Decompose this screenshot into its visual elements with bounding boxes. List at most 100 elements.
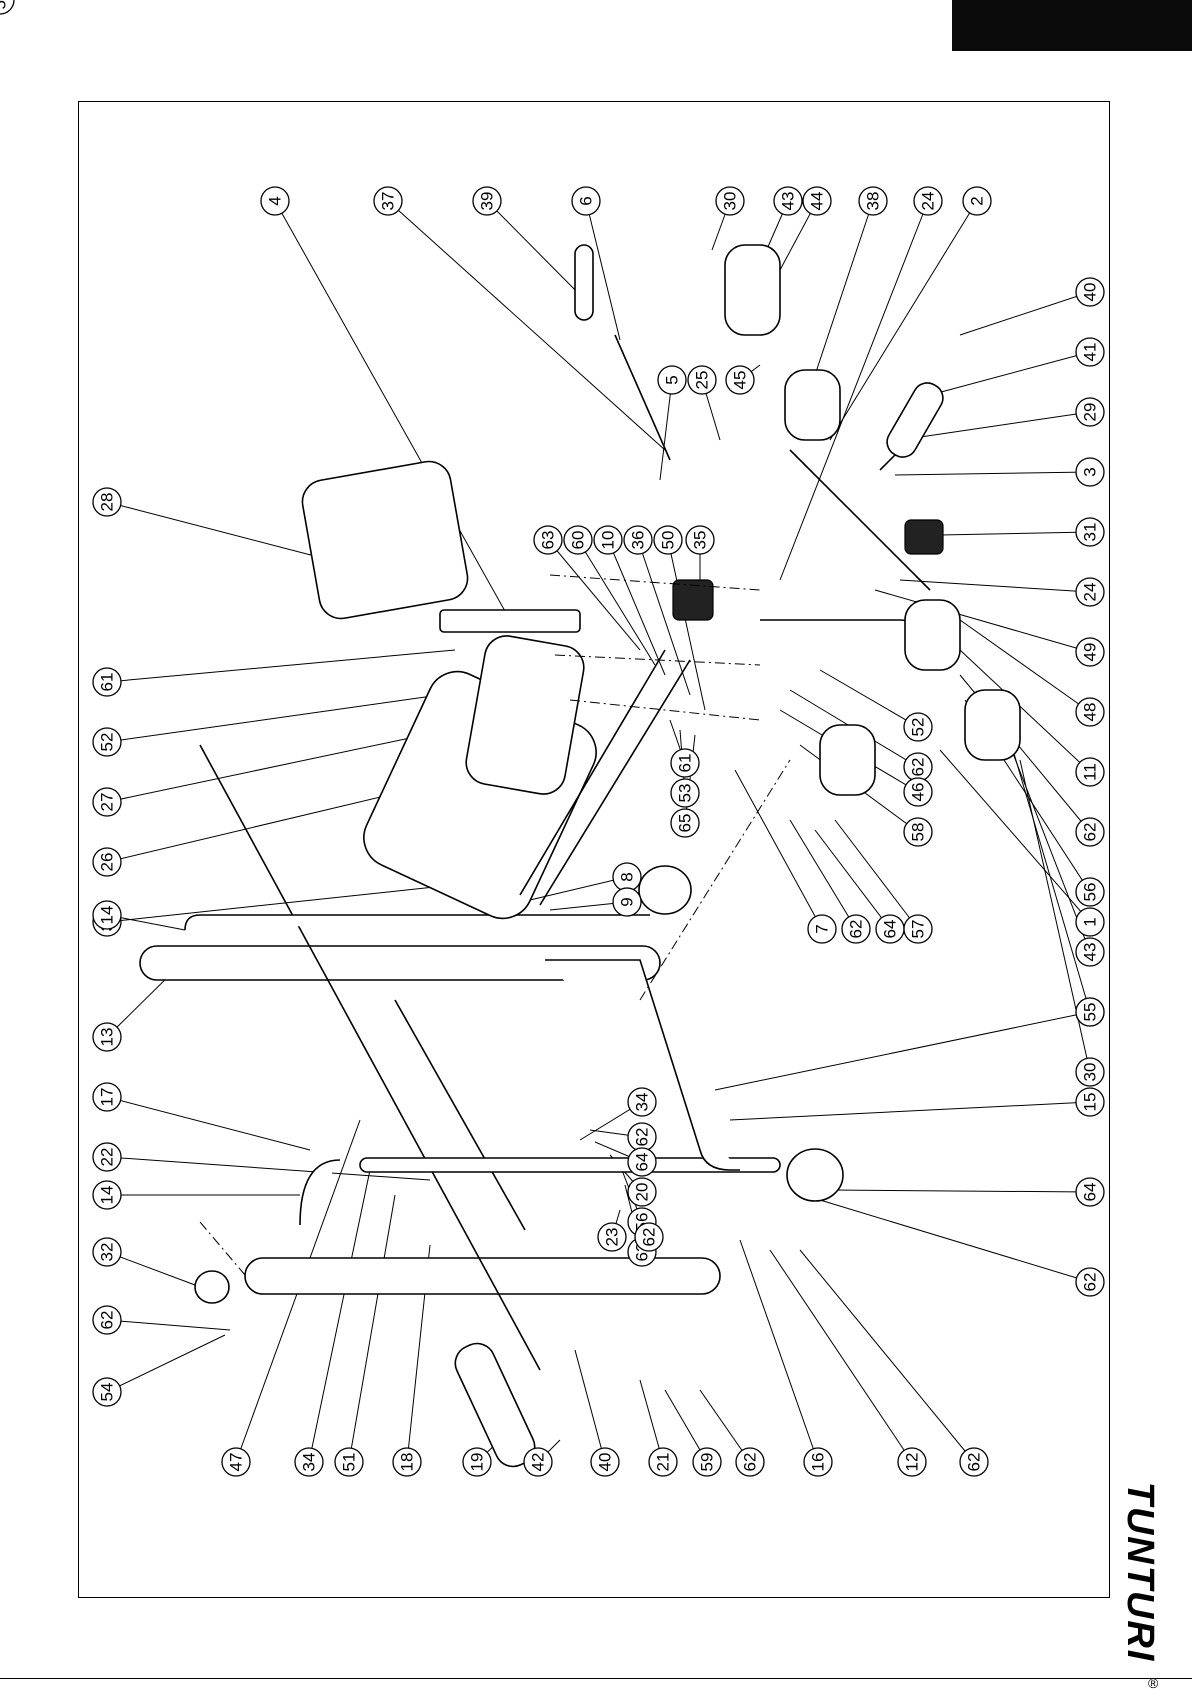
- callout-number: 39: [478, 192, 497, 211]
- callout-6: 6: [572, 187, 600, 215]
- callout-number: 62: [1081, 1273, 1100, 1292]
- callout-number: 32: [98, 1243, 117, 1262]
- leader-line: [660, 380, 672, 480]
- callout-8: 8: [613, 863, 641, 891]
- callout-number: 5: [663, 375, 682, 384]
- callout-number: 8: [618, 872, 637, 881]
- callout-62: 62: [960, 1448, 988, 1476]
- callout-number: 36: [629, 531, 648, 550]
- callout-25: 25: [688, 366, 716, 394]
- callout-number: 19: [468, 1453, 487, 1472]
- callout-number: 3: [1081, 467, 1100, 476]
- callout-56: 56: [1076, 878, 1104, 906]
- callout-number: 6: [577, 196, 596, 205]
- roller-44-upper: [785, 370, 840, 440]
- callout-7: 7: [808, 915, 836, 943]
- callout-19: 19: [463, 1448, 491, 1476]
- callout-1: 1: [1076, 908, 1104, 936]
- tunturi-logo: TUNTURI: [1118, 1472, 1162, 1672]
- callout-number: 7: [813, 924, 832, 933]
- callout-65: 65: [671, 809, 699, 837]
- leader-line: [940, 750, 1090, 922]
- tube-4: [440, 610, 580, 632]
- callout-38: 38: [859, 187, 887, 215]
- callout-number: 10: [599, 531, 618, 550]
- callout-55: 55: [1076, 998, 1104, 1026]
- callout-number: 14: [98, 1186, 117, 1205]
- knob-31: [905, 520, 943, 554]
- callout-3: 3: [1076, 458, 1104, 486]
- callout-number: 15: [1081, 1093, 1100, 1112]
- callout-34: 34: [628, 1088, 656, 1116]
- callout-30: 30: [716, 187, 744, 215]
- parts-drawing: [140, 245, 1020, 1472]
- callout-34: 34: [295, 1448, 323, 1476]
- callout-61: 61: [93, 668, 121, 696]
- callout-62: 62: [628, 1123, 656, 1151]
- callout-number: 54: [98, 1383, 117, 1402]
- callout-number: 49: [1081, 643, 1100, 662]
- callout-53: 53: [671, 779, 699, 807]
- callout-number: 18: [398, 1453, 417, 1472]
- leader-line: [578, 540, 655, 665]
- callout-11: 11: [1076, 758, 1104, 786]
- callout-57: 57: [904, 915, 932, 943]
- callout-number: 16: [809, 1453, 828, 1472]
- brand-logo-text: TUNTURI: [1118, 1472, 1162, 1672]
- foot-cap-left: [787, 1149, 843, 1201]
- callout-number: 22: [98, 1148, 117, 1167]
- bottom-rule: [0, 1678, 1192, 1679]
- callout-52: 52: [904, 713, 932, 741]
- leader-line: [740, 1240, 818, 1462]
- callout-59: 59: [693, 1448, 721, 1476]
- callout-54: 54: [93, 1378, 121, 1406]
- rod-22: [395, 1000, 525, 1230]
- callout-number: 40: [1081, 283, 1100, 302]
- callout-number: 44: [808, 192, 827, 211]
- callout-58: 58: [904, 818, 932, 846]
- callout-15: 15: [1076, 1088, 1104, 1116]
- callout-number: 34: [633, 1093, 652, 1112]
- roller-43-upper: [725, 245, 780, 335]
- callout-number: 52: [909, 718, 928, 737]
- callout-number: 25: [693, 371, 712, 390]
- callout-40: 40: [591, 1448, 619, 1476]
- callout-number: 26: [98, 853, 117, 872]
- callout-number: 51: [340, 1453, 359, 1472]
- callout-49: 49: [1076, 638, 1104, 666]
- callout-number: 52: [98, 733, 117, 752]
- leader-line: [575, 1350, 605, 1462]
- leader-line: [107, 1097, 310, 1150]
- callout-48: 48: [1076, 698, 1104, 726]
- leader-line: [895, 472, 1090, 475]
- foot-cap-right: [639, 866, 691, 914]
- callout-number: 27: [98, 793, 117, 812]
- callout-number: 14: [98, 906, 117, 925]
- callout-64: 64: [1076, 1178, 1104, 1206]
- callout-21: 21: [649, 1448, 677, 1476]
- callout-64: 64: [628, 1148, 656, 1176]
- callout-2: 2: [963, 187, 991, 215]
- callout-number: 62: [1081, 823, 1100, 842]
- hook-14-right: [185, 915, 650, 930]
- callout-number: 40: [596, 1453, 615, 1472]
- leader-line: [770, 1250, 912, 1462]
- callout-23: 23: [598, 1223, 626, 1251]
- leader-line: [820, 1200, 1090, 1282]
- callout-number: 62: [847, 920, 866, 939]
- callout-number: 50: [659, 531, 678, 550]
- callout-number: 56: [1081, 883, 1100, 902]
- alignment-line-5: [200, 1222, 245, 1275]
- callout-17: 17: [93, 1083, 121, 1111]
- leader-line: [790, 820, 856, 929]
- callout-number: 11: [1081, 763, 1100, 781]
- callout-27: 27: [93, 788, 121, 816]
- callout-number: 61: [676, 754, 695, 773]
- callout-number: 24: [1081, 583, 1100, 602]
- end-cap-32: [195, 1271, 229, 1303]
- callout-20: 20: [628, 1178, 656, 1206]
- callout-37: 37: [374, 187, 402, 215]
- callout-41: 41: [1076, 338, 1104, 366]
- callout-42: 42: [524, 1448, 552, 1476]
- callout-62: 62: [842, 915, 870, 943]
